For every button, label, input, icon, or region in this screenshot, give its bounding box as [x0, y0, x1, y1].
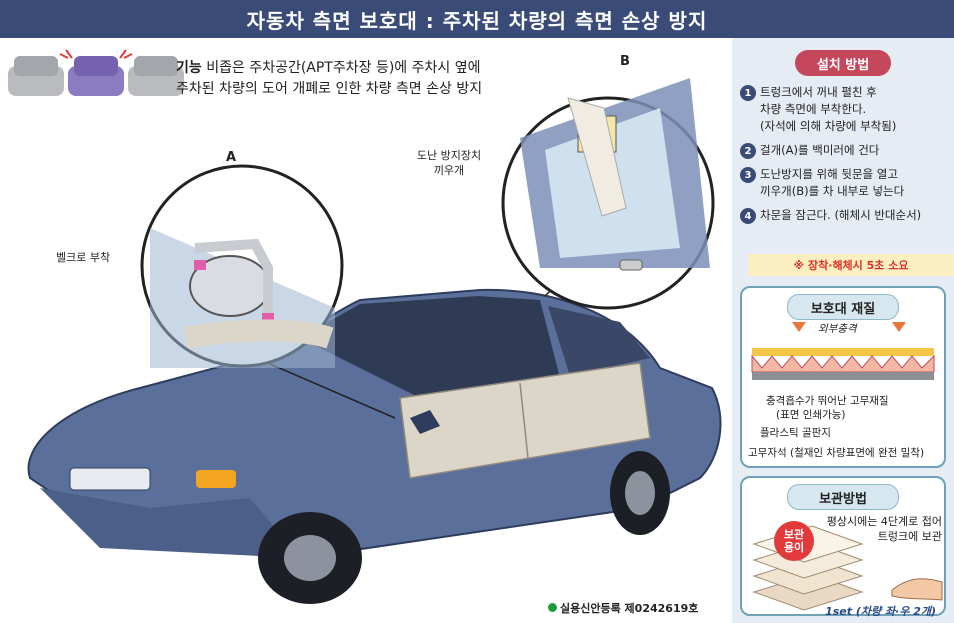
step-number-icon: 1 [740, 85, 756, 101]
step-number-icon: 2 [740, 143, 756, 159]
plastic-layer-label: 플라스틱 골판지 [760, 427, 831, 439]
detail-a-mirror-hook [140, 164, 396, 419]
front-wheel [258, 512, 362, 604]
callout-b-letter: B [620, 54, 630, 69]
anti-theft-label: 도난 방지장치 끼우개 [410, 148, 488, 178]
step-text: 트렁크에서 꺼내 펼친 후 차량 측면에 부착한다. (자석에 의해 차량에 부… [760, 85, 897, 133]
step-number-icon: 3 [740, 167, 756, 183]
callout-a-letter: A [226, 150, 237, 165]
function-line-1: 비좁은 주차공간(APT주차장 등)에 주차시 옆에 [206, 60, 481, 76]
install-step: 4 차문을 잠근다. (해체시 반대순서) [740, 207, 946, 224]
storage-description: 평상시에는 4단계로 접어 트렁크에 보관 [826, 515, 942, 543]
function-description: 기능 비좁은 주차공간(APT주차장 등)에 주차시 옆에 주차된 차량의 도어… [176, 58, 516, 100]
install-time-note: ※ 장착·해체시 5초 소요 [748, 254, 954, 276]
material-section: 보호대 재질 외부충격 충격흡수가 뛰어난 고무재질 (표면 인쇄가능) 플라스… [740, 286, 946, 468]
install-heading: 설치 방법 [795, 50, 891, 76]
utility-model-registration: 실용신안등록 제0242619호 [548, 600, 698, 616]
rear-wheel [610, 451, 670, 535]
magnet-layer-label: 고무자석 (철재인 차량표면에 완전 밀착) [748, 447, 925, 459]
bullet-icon [548, 603, 557, 612]
install-step: 2 걸개(A)를 백미러에 건다 [740, 142, 946, 159]
storage-section: 보관방법 보관 용이 평상시에는 4단계로 접어 트렁크에 보관 1set (차… [740, 476, 946, 618]
step-text: 도난방지를 위해 뒷문을 열고 끼우개(B)를 차 내부로 넣는다 [760, 167, 905, 198]
function-line-2: 주차된 차량의 도어 개폐로 인한 차량 측면 손상 방지 [176, 81, 483, 97]
storage-heading: 보관방법 [787, 484, 899, 510]
car-illustration [8, 49, 722, 604]
rubber-layer-label: 충격흡수가 뛰어난 고무재질 [766, 395, 889, 407]
impact-label: 외부충격 [818, 323, 857, 335]
material-layers-diagram [751, 322, 935, 380]
step-text: 걸개(A)를 백미러에 건다 [760, 143, 880, 157]
anti-theft-line-2: 끼우개 [433, 164, 465, 177]
velcro-label: 벨크로 부착 [56, 251, 111, 264]
step-text: 차문을 잠근다. (해체시 반대순서) [760, 208, 922, 222]
function-label: 기능 [176, 60, 202, 76]
step-number-icon: 4 [740, 208, 756, 224]
storage-badge-text: 보관 용이 [783, 528, 805, 554]
registration-text: 실용신안등록 제0242619호 [560, 602, 699, 615]
parked-cars-icon [8, 49, 184, 96]
rubber-layer-note: (표면 인쇄가능) [776, 409, 846, 421]
car-body [27, 288, 722, 560]
set-note: 1set (차량 좌·우 2개) [825, 605, 936, 618]
illustration-area: 기능 비좁은 주차공간(APT주차장 등)에 주차시 옆에 주차된 차량의 도어… [0, 38, 732, 623]
detail-b-door-clip [501, 78, 715, 310]
storage-easy-badge: 보관 용이 [774, 521, 814, 561]
page-title: 자동차 측면 보호대 : 주차된 차량의 측면 손상 방지 [0, 0, 954, 38]
material-heading: 보호대 재질 [787, 294, 899, 320]
anti-theft-line-1: 도난 방지장치 [416, 149, 482, 162]
